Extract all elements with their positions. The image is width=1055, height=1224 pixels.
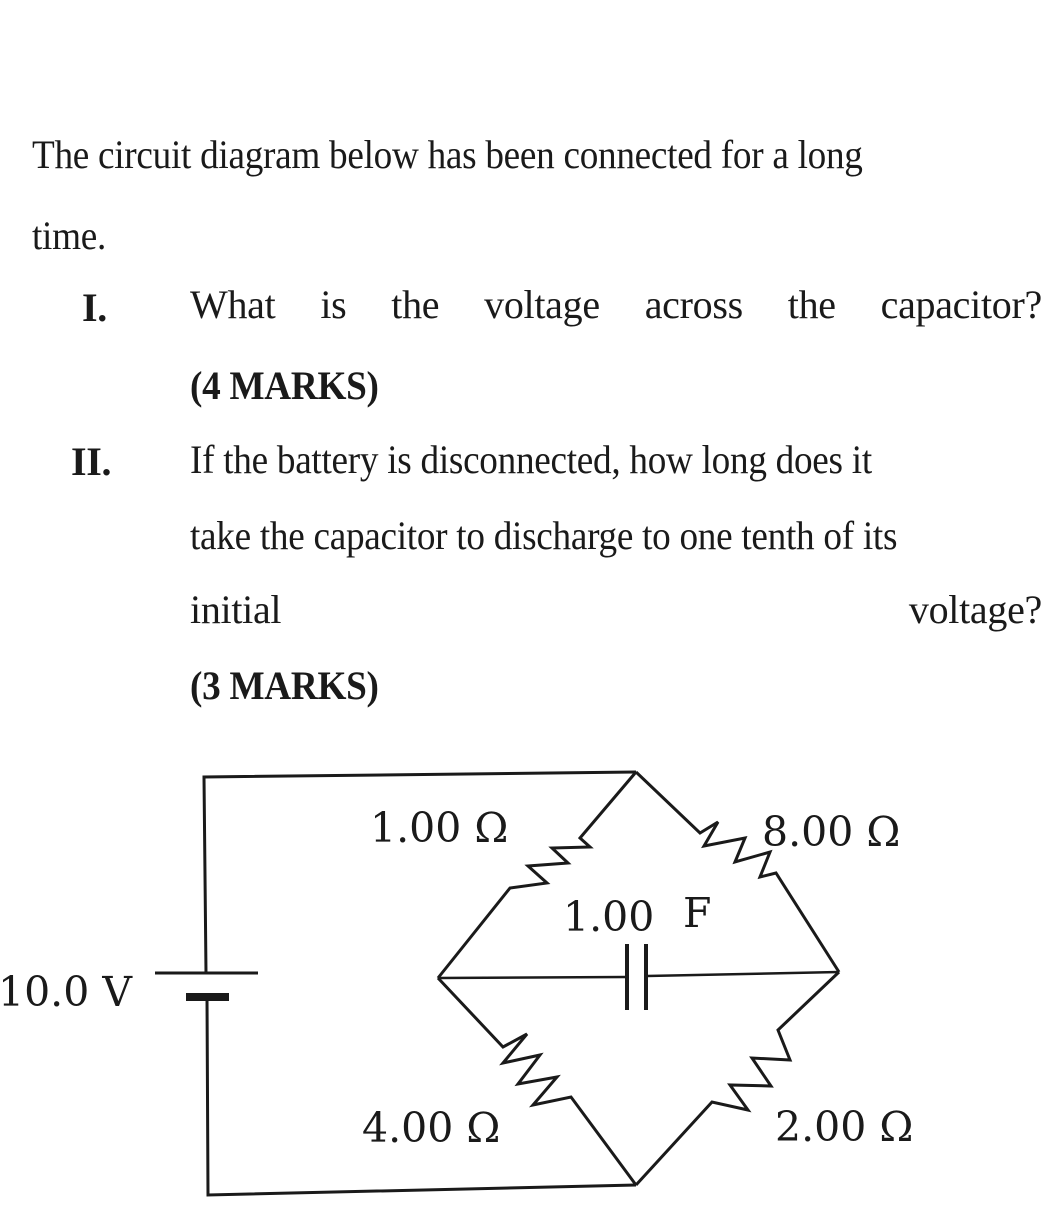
question-2-text-line-2: take the capacitor to discharge to one t… [190,513,898,558]
question-2-text-line-3: initial voltage? [190,590,1042,630]
wire-bottom [205,996,637,1197]
intro-text-line-2: time. [32,213,107,258]
resistor-bottom-left-icon [436,976,638,1186]
battery-label: 10.0 V [0,968,133,1016]
question-2-marks: (3 MARKS) [190,663,379,708]
question-1-text: What is the voltage across the capacitor… [190,285,1042,325]
resistor-bottom-right-icon [634,970,841,1187]
word: across [644,282,743,327]
question-1-numeral: I. [82,285,107,330]
word: voltage? [908,587,1042,632]
word: What [190,282,276,327]
word: is [320,282,347,327]
resistor-top-right-label: 8.00 Ω [762,808,900,856]
capacitor-icon [437,944,840,1010]
word: the [391,282,440,327]
question-2-text-line-1: If the battery is disconnected, how long… [190,437,872,482]
question-1-marks: (4 MARKS) [190,363,379,408]
resistor-bottom-left-label: 4.00 Ω [362,1104,500,1152]
intro-text-line-1: The circuit diagram below has been conne… [32,132,863,177]
capacitor-label-value: 1.00 [563,893,654,941]
word: the [787,282,836,327]
resistor-bottom-right-label: 2.00 Ω [775,1103,913,1151]
word: initial [190,587,282,632]
wire-top [202,770,637,974]
resistor-top-right-icon [634,770,841,973]
capacitor-label-unit: F [683,889,711,937]
battery-icon [155,971,258,1001]
resistor-top-left-icon [436,771,638,979]
question-2-numeral: II. [71,439,112,484]
word: voltage [484,282,600,327]
word: capacitor? [880,282,1043,327]
resistor-top-left-label: 1.00 Ω [370,804,508,852]
